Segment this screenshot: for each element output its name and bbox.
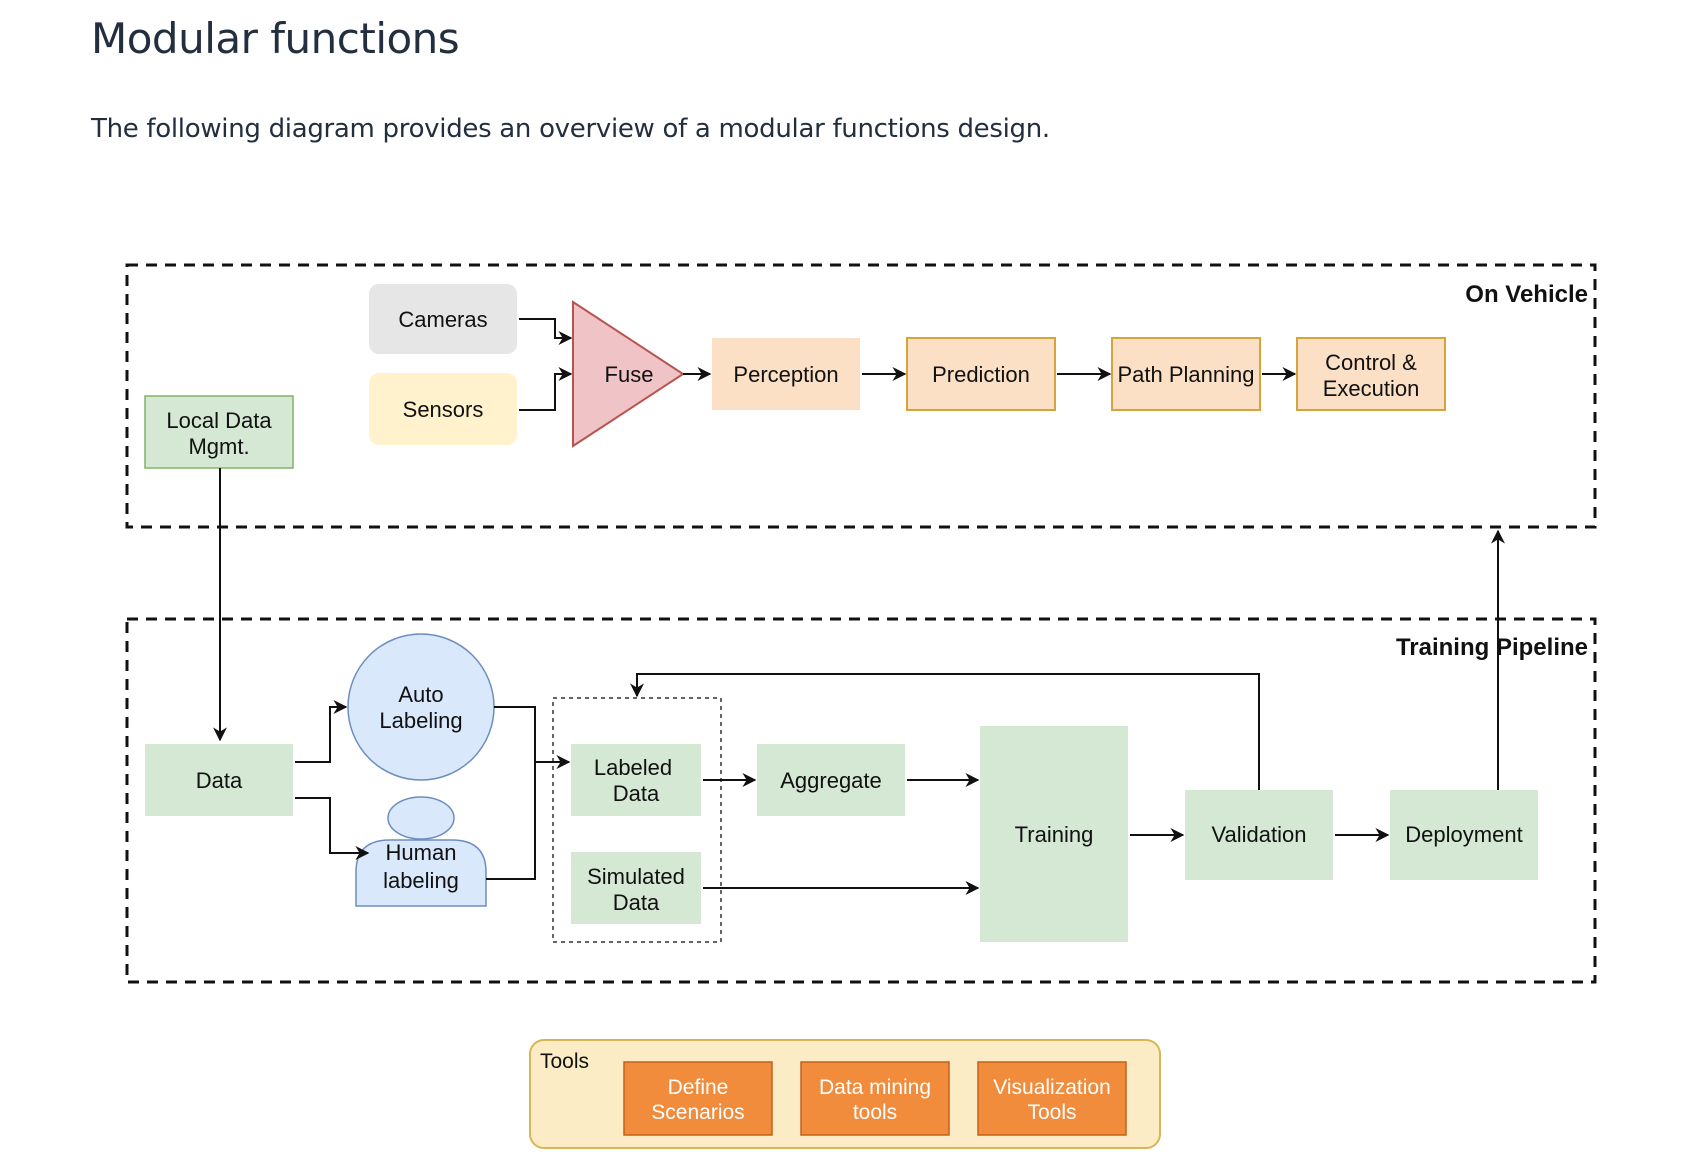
tools-label: Tools bbox=[540, 1050, 589, 1073]
training-pipeline-label: Training Pipeline bbox=[1396, 634, 1588, 661]
control-execution-label-1: Control & bbox=[1325, 350, 1417, 375]
validation-node bbox=[1185, 790, 1333, 880]
data-mining-tools-label-2: tools bbox=[853, 1101, 897, 1124]
human-labeling-head-icon bbox=[387, 796, 455, 840]
intro-text: The following diagram provides an overvi… bbox=[91, 114, 1050, 144]
path-planning-label: Path Planning bbox=[1118, 362, 1255, 387]
local-data-mgmt-node bbox=[144, 395, 294, 469]
path-planning-node bbox=[1111, 337, 1261, 411]
deployment-label: Deployment bbox=[1405, 822, 1522, 847]
auto-labeling-label-1: Auto bbox=[398, 682, 443, 707]
edge-data-human-labeling bbox=[295, 797, 370, 860]
labeled-data-container bbox=[552, 697, 722, 943]
edge-validation-feedback-loop bbox=[630, 673, 1260, 790]
data-node bbox=[145, 744, 293, 816]
visualization-tools-label-1: Visualization bbox=[993, 1076, 1111, 1099]
prediction-node bbox=[906, 337, 1056, 411]
edge-data-auto-labeling bbox=[295, 700, 348, 763]
define-scenarios-label-2: Scenarios bbox=[651, 1101, 744, 1124]
define-scenarios-node bbox=[623, 1061, 773, 1136]
on-vehicle-group bbox=[125, 263, 1597, 529]
edge-human-labeling-merge bbox=[486, 762, 536, 880]
data-mining-tools-node bbox=[800, 1061, 950, 1136]
control-execution-node bbox=[1296, 337, 1446, 411]
training-pipeline-group bbox=[125, 617, 1597, 984]
define-scenarios-label-1: Define bbox=[668, 1076, 729, 1099]
auto-labeling-label-2: Labeling bbox=[379, 708, 462, 733]
perception-label: Perception bbox=[733, 362, 838, 387]
human-labeling-label-1: Human bbox=[386, 840, 457, 865]
aggregate-node bbox=[757, 744, 905, 816]
on-vehicle-label: On Vehicle bbox=[1465, 281, 1588, 308]
auto-labeling-node bbox=[347, 633, 495, 781]
training-label: Training bbox=[1015, 822, 1094, 847]
edge-sensors-fuse bbox=[519, 367, 573, 411]
simulated-data-label-1: Simulated bbox=[587, 864, 685, 889]
visualization-tools-node bbox=[977, 1061, 1127, 1136]
simulated-data-node bbox=[571, 852, 701, 924]
cameras-label: Cameras bbox=[398, 307, 487, 332]
cameras-node bbox=[369, 284, 517, 354]
visualization-tools-label-2: Tools bbox=[1027, 1101, 1076, 1124]
local-data-mgmt-label-1: Local Data bbox=[166, 408, 272, 433]
fuse-label: Fuse bbox=[605, 362, 654, 387]
aggregate-label: Aggregate bbox=[780, 768, 882, 793]
training-node bbox=[980, 726, 1128, 942]
simulated-data-label-2: Data bbox=[613, 890, 660, 915]
fuse-node bbox=[572, 300, 685, 448]
control-execution-label-2: Execution bbox=[1323, 376, 1420, 401]
page-title: Modular functions bbox=[91, 14, 460, 63]
perception-node bbox=[712, 338, 860, 410]
data-mining-tools-label-1: Data mining bbox=[819, 1076, 931, 1099]
edge-auto-labeling-merge bbox=[494, 706, 536, 762]
labeled-data-label-1: Labeled bbox=[594, 755, 672, 780]
sensors-node bbox=[369, 373, 517, 445]
deployment-node bbox=[1390, 790, 1538, 880]
human-labeling-label-2: labeling bbox=[383, 868, 459, 893]
labeled-data-node bbox=[571, 744, 701, 816]
prediction-label: Prediction bbox=[932, 362, 1030, 387]
local-data-mgmt-label-2: Mgmt. bbox=[188, 434, 249, 459]
sensors-label: Sensors bbox=[403, 397, 484, 422]
validation-label: Validation bbox=[1212, 822, 1307, 847]
data-label: Data bbox=[196, 768, 243, 793]
edge-cameras-fuse bbox=[519, 318, 573, 345]
labeled-data-label-2: Data bbox=[613, 781, 660, 806]
